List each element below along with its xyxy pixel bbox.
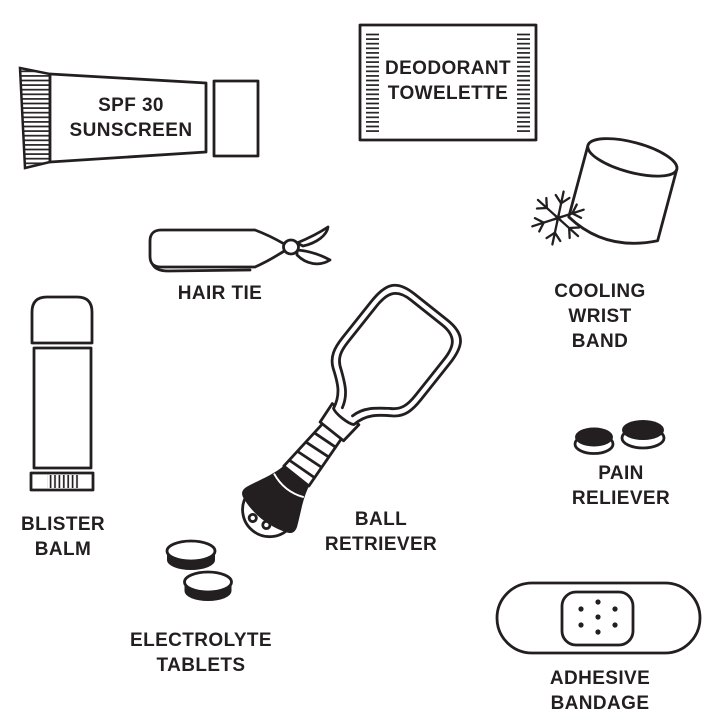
balm-dial-ribs (47, 475, 79, 488)
cooling-wrist-band-label: COOLING WRIST BAND (554, 281, 646, 352)
two-tablets-icon (165, 539, 233, 601)
hair-tie-tail-upper (295, 225, 330, 248)
balm-cap (30, 295, 94, 345)
two-pills-icon (573, 420, 666, 455)
hair-tie-knot (282, 238, 300, 256)
paddle-face-inner-line (338, 292, 454, 418)
tube-crimp (18, 66, 52, 170)
paddle-with-ball-icon (241, 283, 462, 539)
bandage-pad-dots (578, 599, 618, 635)
balm-stick-icon (29, 295, 95, 492)
adhesive-bandage-label: ADHESIVE BANDAGE (549, 668, 651, 714)
hair-tie-icon (148, 225, 332, 273)
pain-reliever-label: PAIN RELIEVER (571, 463, 671, 509)
suction-cup (242, 465, 310, 533)
hair-tie-tail-lower (295, 248, 332, 266)
deodorant-towelette-text: DEODORANT TOWELETTE (384, 58, 512, 104)
wrist-band (567, 137, 679, 245)
wrist-band-snowflake-icon (529, 137, 679, 248)
hair-tie-band (148, 228, 288, 269)
sunscreen-text: SPF 30 SUNSCREEN (69, 95, 193, 141)
hair-tie-label: HAIR TIE (177, 283, 263, 304)
bandage-icon (495, 581, 702, 655)
ball-retriever-label: BALL RETRIEVER (324, 509, 438, 555)
tube-body (48, 72, 208, 164)
tube-cap (212, 79, 260, 158)
electrolyte-tablets-label: ELECTROLYTE TABLETS (130, 630, 272, 676)
towelette-packet-icon (358, 23, 538, 142)
grip-wrap-lines (288, 431, 337, 479)
packet-crimp-left (366, 31, 379, 134)
balm-body (32, 346, 93, 470)
packet-crimp-right (517, 31, 530, 134)
sunscreen-tube-icon (18, 66, 260, 170)
packet-outline (358, 23, 538, 142)
suction-cup-ridge (273, 473, 305, 499)
blister-balm-label: BLISTER BALM (20, 514, 106, 560)
